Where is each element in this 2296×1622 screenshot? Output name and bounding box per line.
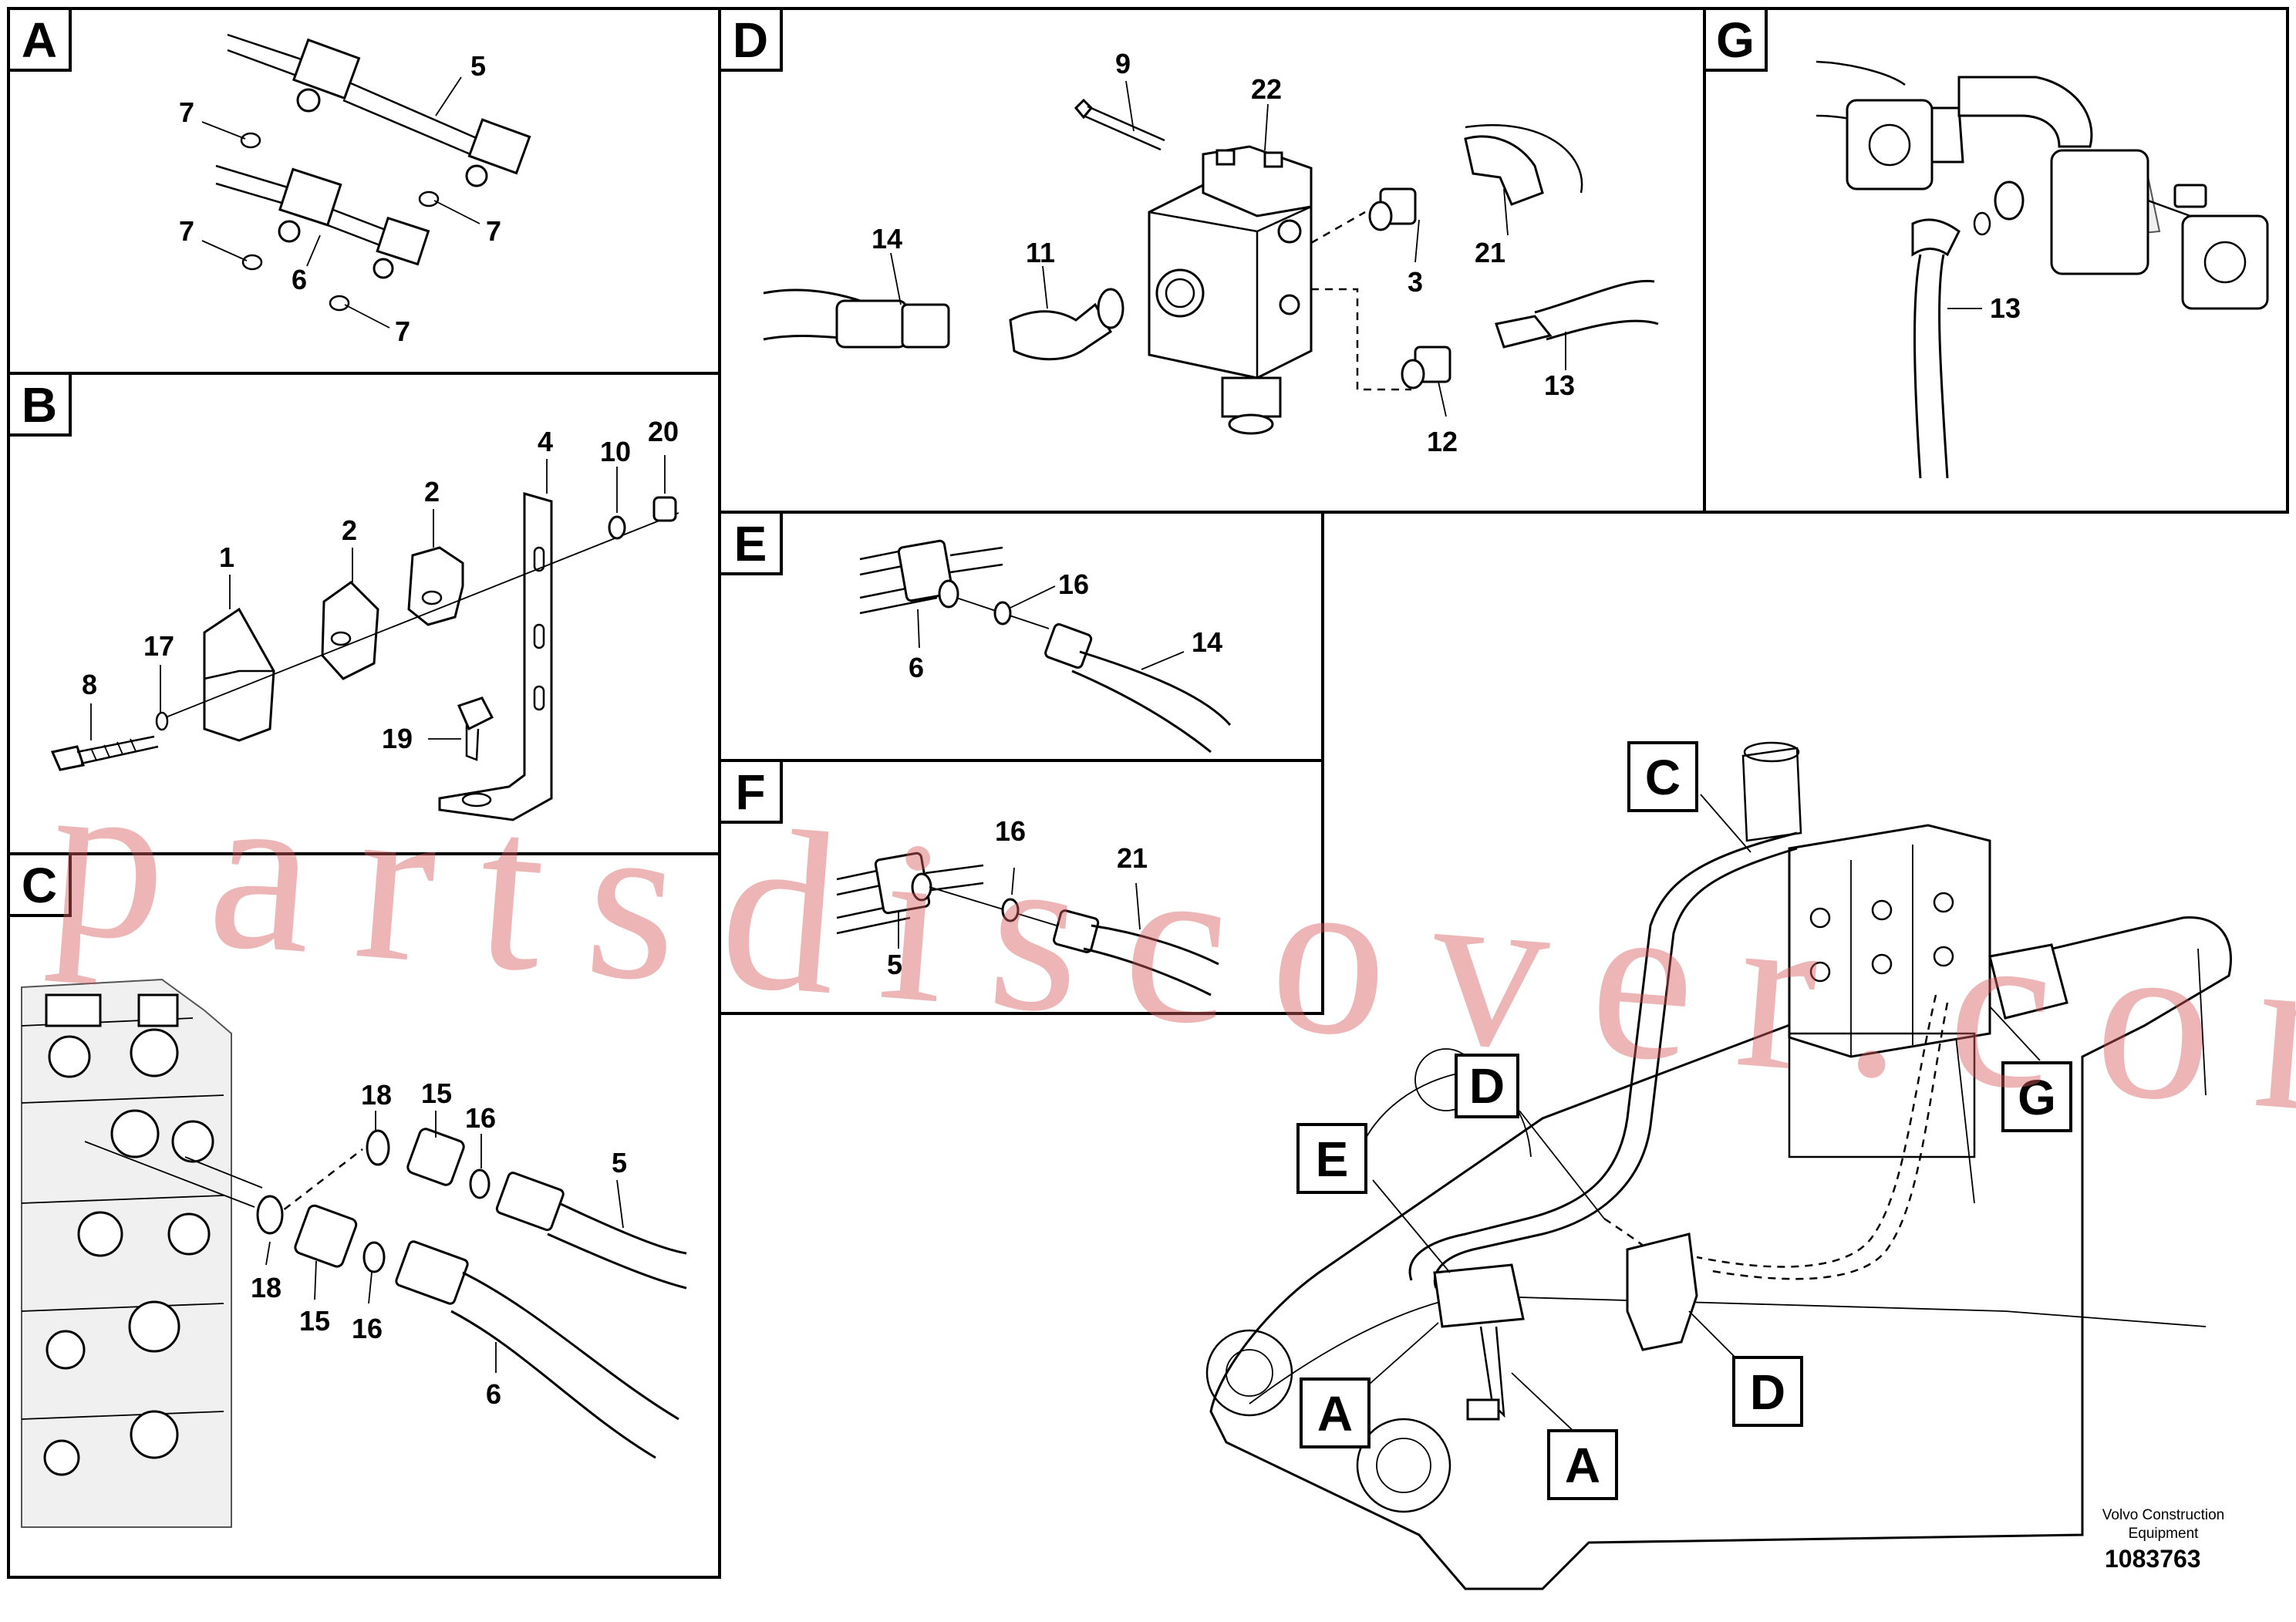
callout-8: 8 bbox=[82, 669, 97, 700]
callout-9: 9 bbox=[1115, 48, 1131, 79]
panel-g-drawing bbox=[1816, 60, 2269, 479]
panel-e-callouts: 16 14 6 bbox=[909, 568, 1222, 683]
panel-g-callouts: 13 bbox=[1990, 292, 2021, 324]
panel-letter-d: D bbox=[718, 7, 783, 72]
callout-6: 6 bbox=[292, 264, 307, 295]
svg-text:G: G bbox=[2018, 1070, 2056, 1125]
callout-22: 22 bbox=[1251, 73, 1282, 105]
callout-14: 14 bbox=[1192, 626, 1222, 658]
callout-5: 5 bbox=[887, 949, 902, 980]
svg-text:A: A bbox=[1317, 1386, 1353, 1442]
panel-letter-g: G bbox=[1703, 7, 1768, 72]
panel-e-drawing bbox=[859, 539, 1232, 754]
overview-label-g: G bbox=[2001, 1061, 2072, 1132]
svg-text:F: F bbox=[735, 764, 765, 820]
panel-f-callouts: 16 21 5 bbox=[887, 815, 1148, 980]
callout-17: 17 bbox=[143, 630, 174, 662]
panel-b-drawing bbox=[50, 455, 679, 821]
svg-text:A: A bbox=[1565, 1438, 1600, 1493]
overview-label-a-left: A bbox=[1300, 1378, 1371, 1448]
panel-a-callouts: 5 7 7 7 7 6 bbox=[179, 50, 501, 347]
callout-7: 7 bbox=[395, 315, 410, 347]
overview-label-d-lower: D bbox=[1732, 1356, 1803, 1427]
callout-5: 5 bbox=[470, 50, 486, 82]
panel-d-callouts: 9 22 14 11 3 21 12 13 bbox=[872, 48, 1575, 457]
callout-2: 2 bbox=[424, 476, 440, 508]
overview-label-d-upper: D bbox=[1455, 1054, 1519, 1118]
overview-drawing bbox=[1205, 741, 2232, 1590]
drawing-number: 1083763 bbox=[2105, 1545, 2201, 1573]
overview-label-a-right: A bbox=[1547, 1429, 1618, 1500]
callout-18: 18 bbox=[361, 1079, 392, 1111]
svg-text:E: E bbox=[1316, 1131, 1349, 1187]
svg-text:D: D bbox=[1750, 1364, 1785, 1420]
panel-letter-e: E bbox=[718, 511, 783, 575]
brand-line-1: Volvo Construction bbox=[2102, 1507, 2225, 1523]
panel-letter-c: C bbox=[7, 852, 72, 917]
panel-letter-b: B bbox=[7, 372, 72, 437]
callout-20: 20 bbox=[648, 416, 679, 447]
callout-13: 13 bbox=[1990, 292, 2021, 324]
callout-15: 15 bbox=[421, 1077, 452, 1109]
svg-text:B: B bbox=[22, 377, 57, 433]
svg-text:C: C bbox=[1645, 750, 1681, 805]
panel-b-callouts: 1 2 2 4 10 20 8 17 19 bbox=[82, 416, 679, 754]
svg-text:D: D bbox=[733, 12, 768, 68]
callout-15: 15 bbox=[299, 1305, 330, 1337]
callout-16: 16 bbox=[995, 815, 1026, 847]
overview-label-e: E bbox=[1296, 1123, 1367, 1194]
callout-7: 7 bbox=[179, 96, 194, 128]
overview-labels: C D E G A A D bbox=[1296, 741, 2072, 1500]
svg-text:C: C bbox=[22, 858, 57, 913]
callout-4: 4 bbox=[538, 426, 553, 457]
callout-6: 6 bbox=[909, 652, 924, 683]
callout-18: 18 bbox=[251, 1272, 282, 1303]
callout-19: 19 bbox=[382, 723, 413, 754]
callout-10: 10 bbox=[600, 436, 631, 467]
callout-6: 6 bbox=[486, 1378, 501, 1410]
callout-21: 21 bbox=[1117, 842, 1148, 874]
panel-letter-f: F bbox=[718, 759, 783, 824]
panel-c-drawing bbox=[21, 978, 687, 1528]
panel-f-drawing bbox=[836, 851, 1219, 996]
callout-3: 3 bbox=[1408, 266, 1423, 298]
callout-7: 7 bbox=[486, 215, 501, 247]
svg-text:D: D bbox=[1469, 1058, 1505, 1114]
svg-text:E: E bbox=[734, 516, 767, 572]
callout-13: 13 bbox=[1544, 369, 1575, 401]
svg-text:G: G bbox=[1716, 12, 1755, 68]
brand-line-2: Equipment bbox=[2128, 1526, 2199, 1542]
panel-letter-a: A bbox=[7, 7, 72, 72]
brand-text: Volvo Construction Equipment bbox=[2082, 1506, 2296, 1543]
callout-11: 11 bbox=[1026, 237, 1055, 268]
svg-text:A: A bbox=[22, 12, 57, 68]
callout-16: 16 bbox=[352, 1313, 383, 1344]
callout-7: 7 bbox=[179, 215, 194, 247]
callout-2: 2 bbox=[342, 514, 357, 546]
panel-c-callouts: 18 15 16 5 18 15 16 6 bbox=[251, 1077, 627, 1410]
callout-16: 16 bbox=[1058, 568, 1089, 600]
callout-12: 12 bbox=[1427, 426, 1458, 457]
panel-d-drawing bbox=[763, 80, 1659, 435]
overview-label-c: C bbox=[1627, 741, 1698, 812]
panel-frames bbox=[7, 7, 2289, 1579]
callout-5: 5 bbox=[612, 1147, 627, 1179]
callout-21: 21 bbox=[1475, 237, 1505, 268]
callout-1: 1 bbox=[219, 541, 234, 573]
callout-16: 16 bbox=[465, 1102, 496, 1134]
callout-14: 14 bbox=[872, 223, 902, 255]
panel-a-drawing bbox=[201, 33, 531, 329]
